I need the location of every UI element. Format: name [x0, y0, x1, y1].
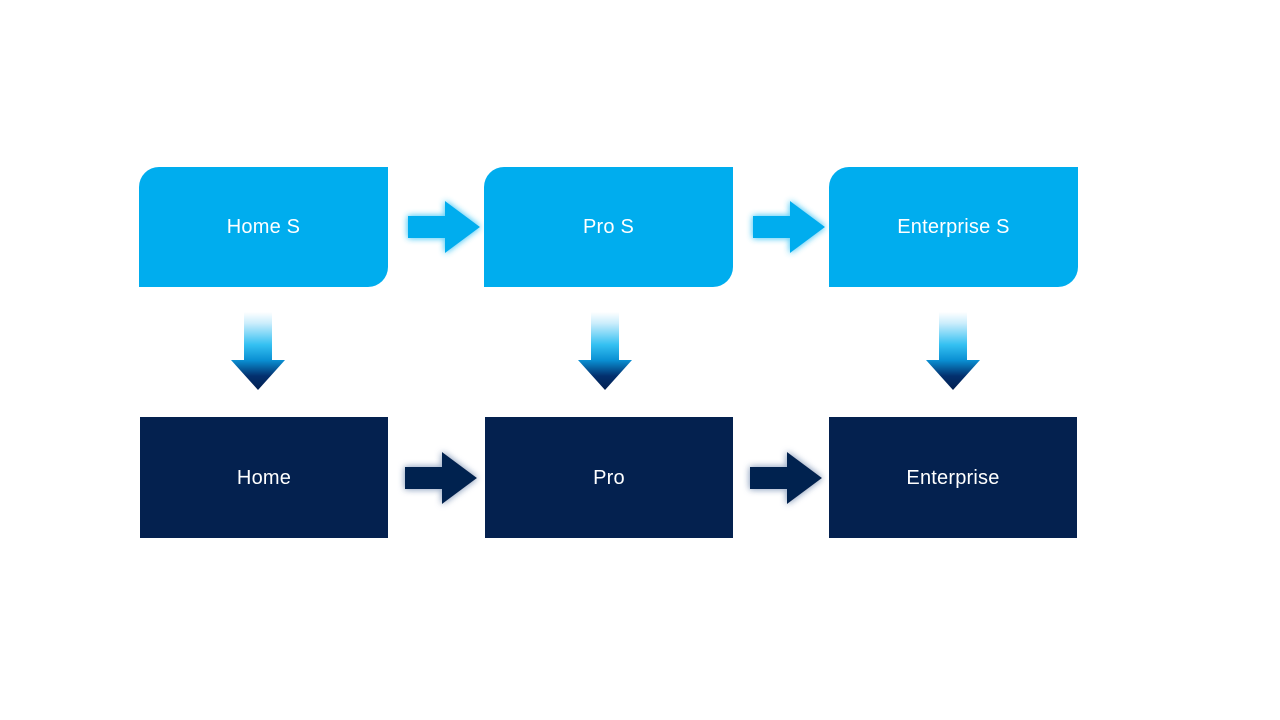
arrow-down-icon-enterprise-s-to-enterprise [923, 310, 983, 394]
node-label-pro-s: Pro S [582, 216, 635, 238]
arrow-right-icon-product-pro-to-enterprise [742, 444, 830, 512]
arrow-down-icon-home-s-to-home [228, 310, 288, 394]
node-home[interactable]: Home [140, 417, 388, 538]
arrow-down-icon-pro-s-to-pro [575, 310, 635, 394]
arrow-right-icon-service-pro-to-enterprise [745, 193, 833, 261]
node-pro[interactable]: Pro [485, 417, 733, 538]
node-label-pro: Pro [593, 466, 625, 489]
arrow-right-icon-service-home-to-pro [400, 193, 488, 261]
node-enterprise[interactable]: Enterprise [829, 417, 1077, 538]
node-label-home: Home [236, 466, 292, 489]
node-label-enterprise: Enterprise [906, 466, 1000, 489]
node-label-home-s: Home S [226, 216, 301, 238]
node-enterprise-s[interactable]: Enterprise S [829, 167, 1078, 287]
node-home-s[interactable]: Home S [139, 167, 388, 287]
node-pro-s[interactable]: Pro S [484, 167, 733, 287]
arrow-right-icon-product-home-to-pro [397, 444, 485, 512]
node-label-enterprise-s: Enterprise S [897, 216, 1010, 238]
